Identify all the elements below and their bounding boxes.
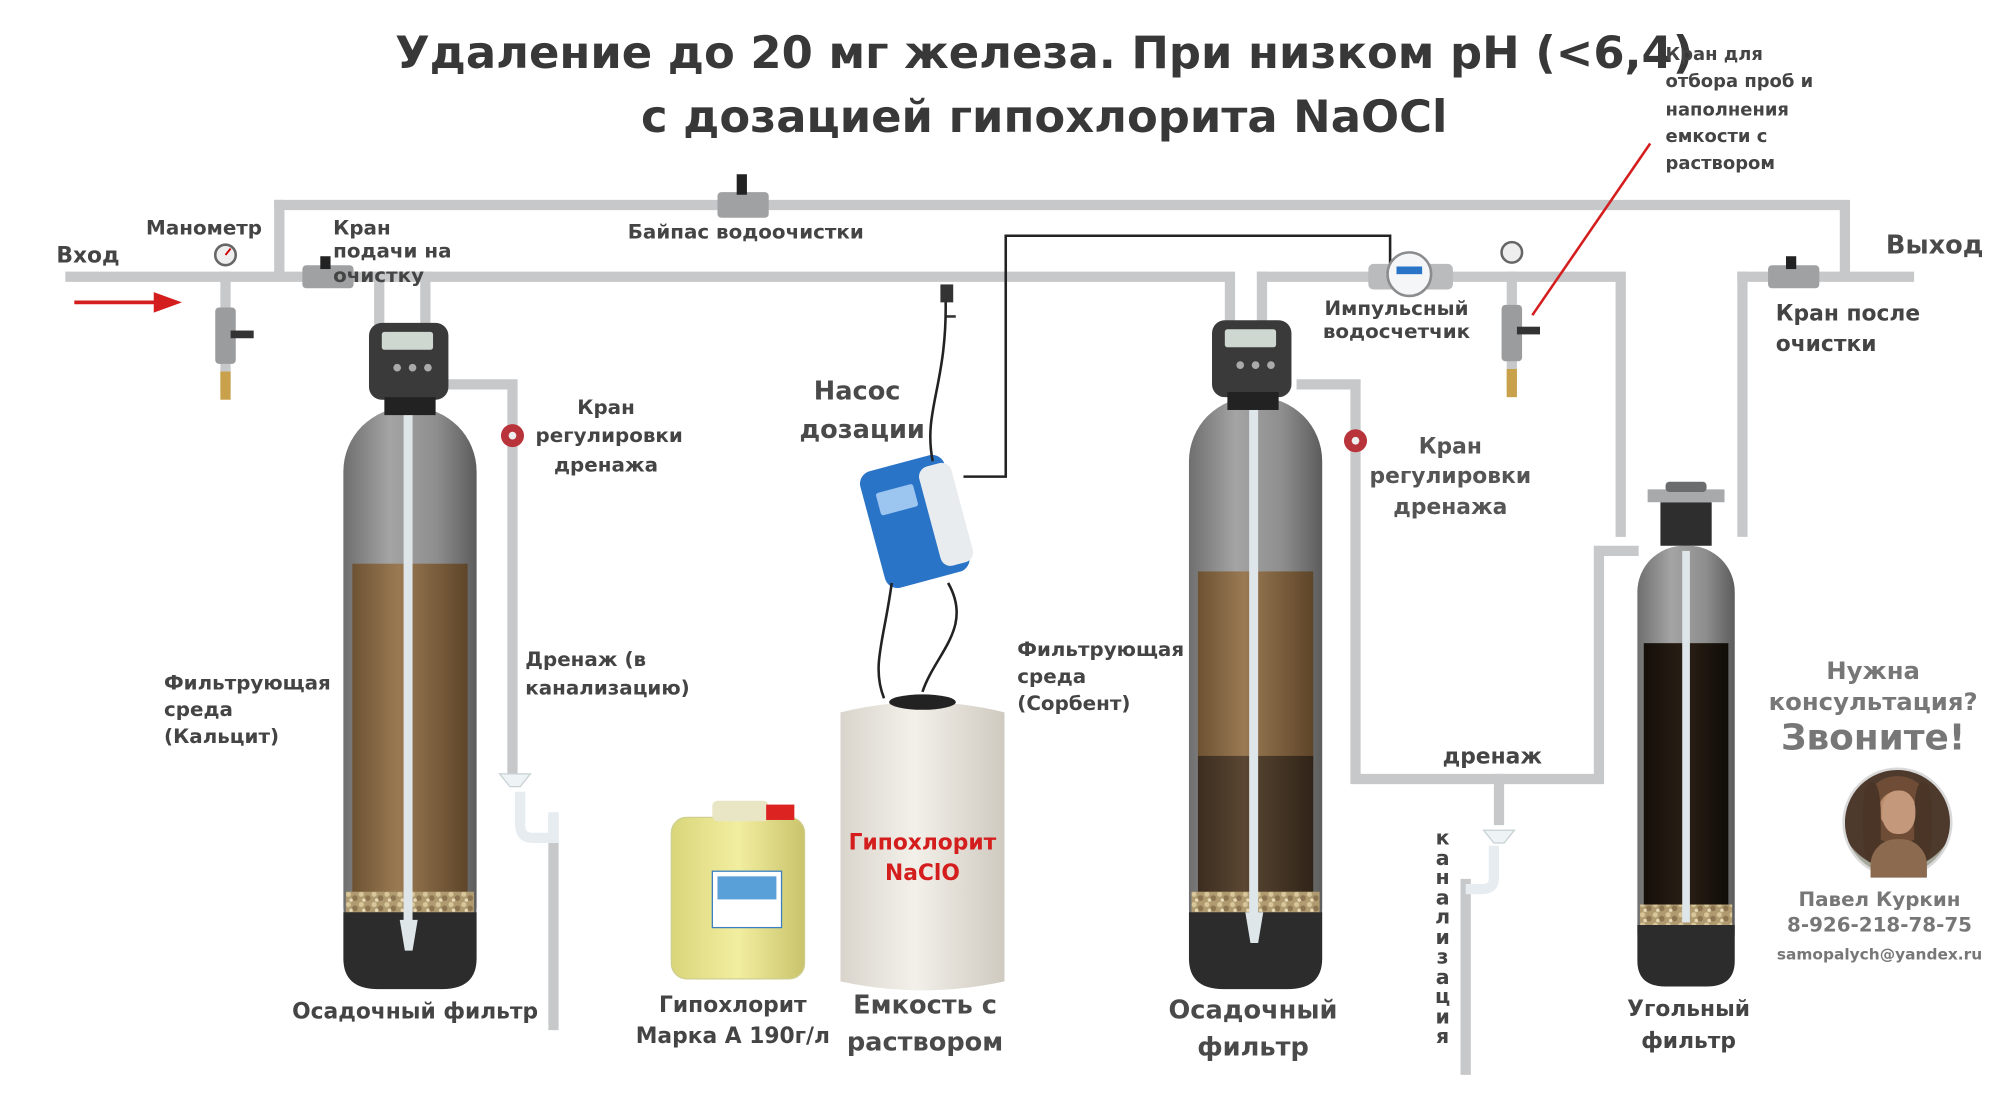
drain-pipe-1 <box>438 379 518 774</box>
solution-tank <box>840 694 1005 991</box>
tank-caption: Емкость с раствором <box>846 989 1004 1057</box>
carbon-filter <box>1637 481 1735 987</box>
media-2-label: Фильтрующая среда (Сорбент) <box>1017 638 1185 715</box>
bypass-label: Байпас водоочистки <box>627 220 864 244</box>
pulse-meter-label: Импульсный водосчетчик <box>1322 297 1471 344</box>
drain-valve-1-label: Кран регулировки дренажа <box>535 395 683 477</box>
contact-name: Павел Куркин <box>1798 887 1961 911</box>
post-valve[interactable] <box>1768 256 1820 289</box>
page-title: Удаление до 20 мг железа. При низком pH … <box>384 23 1704 150</box>
sample-valve[interactable] <box>1500 240 1541 398</box>
inlet-label: Вход <box>56 243 120 270</box>
bypass-pipe <box>274 199 1851 277</box>
drain-valve-2[interactable] <box>1343 429 1368 453</box>
contact-email: samopalych@yandex.ru <box>1776 945 1983 964</box>
title-line-1: Удаление до 20 мг железа. При низком pH … <box>395 28 1694 80</box>
sample-valve-label: Кран для отбора проб и наполнения емкост… <box>1665 44 1814 175</box>
drain-funnel-1 <box>498 773 559 844</box>
feed-valve[interactable] <box>302 256 354 289</box>
sediment-filter-1 <box>343 322 477 990</box>
drain-valve-2-label: Кран регулировки дренажа <box>1369 434 1532 521</box>
manometer-label: Манометр <box>146 216 263 240</box>
pipes <box>65 199 1915 1075</box>
inlet-arrow <box>74 292 182 313</box>
drain-valve-1[interactable] <box>500 424 525 448</box>
tank-text: Гипохлорит NaClO <box>848 830 997 887</box>
pulse-water-meter <box>1368 251 1453 298</box>
sewer-label: канализация <box>1435 825 1451 1049</box>
filter-2-label: Осадочный фильтр <box>1168 994 1338 1063</box>
sample-valve-pointer <box>1531 142 1652 316</box>
canister-label: Гипохлорит Марка А 190г/л <box>635 992 830 1050</box>
avatar <box>1842 767 1953 878</box>
outlet-label: Выход <box>1885 229 1984 261</box>
dosing-pump-label: Насос дозации <box>799 375 925 445</box>
feed-valve-label: Кран подачи на очистку <box>333 216 452 287</box>
sediment-filter-2 <box>1188 320 1323 990</box>
media-1-label: Фильтрующая среда (Кальцит) <box>163 671 331 749</box>
contact-call: Звоните! <box>1780 716 1966 759</box>
drain-1-label: Дренаж (в канализацию) <box>525 648 690 701</box>
drain-2-label: дренаж <box>1442 744 1543 771</box>
title-line-2: с дозацией гипохлорита NaOCl <box>640 91 1448 144</box>
hypochlorite-canister <box>670 800 806 980</box>
dosing-pump <box>859 315 974 589</box>
manometer <box>213 243 254 400</box>
post-valve-label: Кран после очистки <box>1775 301 1921 358</box>
injection-nozzle <box>940 284 954 303</box>
filter-1-label: Осадочный фильтр <box>292 999 539 1025</box>
contact-phone: 8-926-218-78-75 <box>1787 913 1973 937</box>
pump-wiring <box>877 234 1392 699</box>
bypass-valve[interactable] <box>717 174 769 218</box>
drain-funnel-2 <box>1465 829 1516 895</box>
contact-question: Нужна консультация? <box>1768 657 1978 717</box>
main-pipe <box>65 271 1236 332</box>
filter-3-label: Угольный фильтр <box>1627 996 1751 1054</box>
